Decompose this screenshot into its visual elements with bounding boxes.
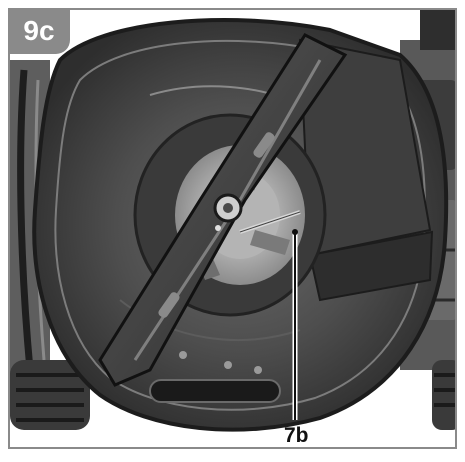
wheel-right — [432, 360, 455, 430]
step-badge: 9c — [8, 8, 70, 54]
figure-frame — [8, 8, 457, 449]
top-right-housing — [420, 10, 455, 50]
callout-label: 7b — [284, 424, 309, 447]
wheel-left — [10, 360, 90, 430]
blade-bolt-icon — [213, 193, 243, 231]
